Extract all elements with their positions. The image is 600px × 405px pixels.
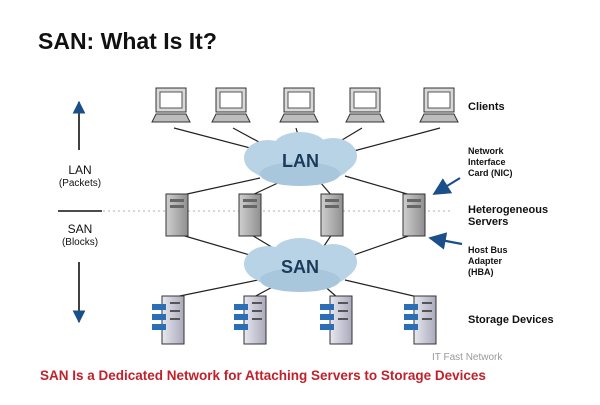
storage-device-icon xyxy=(404,295,437,345)
hba-label-line-1: Host Bus xyxy=(468,245,508,255)
client-laptop-icon xyxy=(211,87,251,123)
clients-label: Clients xyxy=(468,101,505,113)
client-links xyxy=(173,127,441,153)
server-icon xyxy=(320,193,344,237)
san-sub-label: (Blocks) xyxy=(61,237,99,248)
san-cloud-icon xyxy=(244,238,357,292)
lan-label: LAN xyxy=(68,163,92,177)
server-icon xyxy=(165,193,189,237)
nic-label-line-3: Card (NIC) xyxy=(468,168,513,178)
client-laptop-icon xyxy=(345,87,385,123)
client-laptop-icon xyxy=(151,87,191,123)
nic-label-line-2: Interface xyxy=(468,157,506,167)
storage-device-icon xyxy=(152,295,185,345)
hba-label: Host Bus Adapter (HBA) xyxy=(468,245,508,278)
hba-label-line-2: Adapter xyxy=(468,256,503,266)
caption: SAN Is a Dedicated Network for Attaching… xyxy=(40,368,486,383)
lan-sub-label: (Packets) xyxy=(58,178,102,189)
san-side-label: SAN (Blocks) xyxy=(52,222,108,250)
servers-label: Heterogeneous Servers xyxy=(468,204,548,228)
page-title: SAN: What Is It? xyxy=(38,28,217,54)
nic-label-line-1: Network xyxy=(468,146,504,156)
servers-label-line-1: Heterogeneous xyxy=(468,204,549,216)
servers-label-line-2: Servers xyxy=(468,216,509,228)
san-cloud-label: SAN xyxy=(281,257,320,277)
nic-label: Network Interface Card (NIC) xyxy=(468,146,513,179)
lan-cloud-label: LAN xyxy=(282,151,319,171)
server-icon xyxy=(402,193,426,237)
hba-pointer-arrow-icon xyxy=(428,232,463,250)
server-icon xyxy=(238,193,262,237)
lan-side-label: LAN (Packets) xyxy=(52,163,108,191)
storage-device-icon xyxy=(234,295,267,345)
storage-device-icon xyxy=(320,295,353,345)
client-laptop-icon xyxy=(279,87,319,123)
client-laptop-icon xyxy=(419,87,459,123)
lan-cloud-icon xyxy=(244,132,357,186)
watermark: IT Fast Network xyxy=(432,352,503,363)
hba-label-line-3: (HBA) xyxy=(468,267,494,277)
storage-devices-label: Storage Devices xyxy=(468,314,554,326)
nic-pointer-arrow-icon xyxy=(432,177,461,195)
san-label: SAN xyxy=(67,222,93,236)
